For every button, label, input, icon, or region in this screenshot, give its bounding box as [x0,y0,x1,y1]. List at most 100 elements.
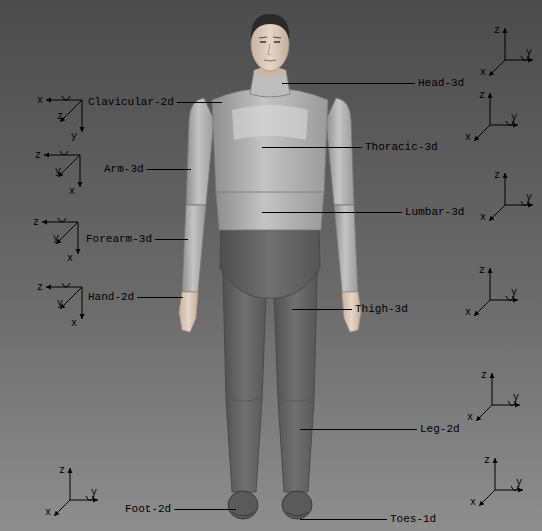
leader-line [155,239,188,240]
axis-letter: y [526,191,532,204]
axis-letter: y [526,46,532,59]
axis-letter: z [479,264,485,277]
axis-line [476,405,492,421]
axis-arrowhead [528,58,533,63]
axis-arrowhead [503,28,508,33]
figure-part [264,60,276,61]
figure-part [212,88,328,195]
axis-arrowhead [528,203,533,208]
axis-letter: x [69,185,75,198]
axis-line [474,300,490,316]
axis-arrowhead [474,136,479,141]
axis-line [58,155,80,177]
axis-arrowhead [46,285,51,290]
axis-line [479,490,495,506]
figure-part [260,41,280,43]
axis-arrowhead [515,403,520,408]
part-label: Arm-3d [104,163,144,176]
axis-arrowhead [76,249,81,254]
figure-part [326,98,354,205]
part-label: Hand-2d [88,291,134,304]
axis-letter: z [494,169,500,182]
axis-letter: z [484,454,490,467]
axis-line [474,125,490,141]
axis-line [489,205,505,221]
axis-arrowhead [80,314,85,319]
leader-line [137,297,183,298]
figure-part [226,398,314,401]
leader-line [282,83,415,84]
axis-arrowhead [46,98,51,103]
axis-arrowhead [488,93,493,98]
leader-line [174,509,236,510]
leader-line [177,102,222,103]
leader-line [147,169,191,170]
axis-letter: y [511,286,517,299]
figure-part [182,205,206,292]
rotation-arc [62,283,70,287]
axis-letter: x [465,131,471,144]
axis-letter: z [35,149,41,162]
axis-arrowhead [93,498,98,503]
axis-letter: z [37,281,43,294]
figure-part [232,512,308,516]
axis-arrowhead [490,373,495,378]
rotation-arc [58,218,66,222]
axis-arrowhead [42,220,47,225]
part-label: Forearm-3d [86,233,152,246]
axis-letter: z [494,24,500,37]
axis-letter: y [53,232,59,245]
axis-arrowhead [474,311,479,316]
figure-part [232,105,308,140]
axis-arrowhead [479,501,484,506]
part-label: Lumbar-3d [405,206,464,219]
figure-part [186,98,214,205]
leader-line [300,519,387,520]
axis-line [489,60,505,76]
figure-part [216,192,324,230]
axis-arrowhead [489,216,494,221]
figure-part [282,491,312,519]
axis-arrowhead [78,182,83,187]
axis-arrowhead [54,511,59,516]
figure-part [334,205,358,292]
axis-letter: x [480,66,486,79]
figure-part [251,14,289,40]
leader-line [262,212,402,213]
axis-letter: x [67,252,73,265]
axis-letter: y [91,486,97,499]
axis-letter: x [480,211,486,224]
axis-arrowhead [513,298,518,303]
axis-letter: x [71,317,77,330]
part-label: Leg-2d [420,423,460,436]
axis-line [60,287,82,309]
axis-letter: x [470,496,476,509]
axis-letter: z [33,216,39,229]
axis-letter: z [481,369,487,382]
axis-letter: y [55,165,61,178]
axis-line [60,100,82,122]
axis-arrowhead [493,458,498,463]
axis-letter: x [45,506,51,519]
part-label: Toes-1d [390,513,436,526]
part-label: Foot-2d [125,503,171,516]
rotation-arc [62,96,70,100]
axis-arrowhead [518,488,523,493]
axis-arrowhead [68,468,73,473]
axis-line [56,222,78,244]
axis-letter: x [467,411,473,424]
axis-arrowhead [489,71,494,76]
part-label: Head-3d [418,77,464,90]
axis-letter: x [465,306,471,319]
rotation-arc [60,151,68,155]
axis-arrowhead [80,127,85,132]
figure-part [228,491,258,519]
axis-letter: y [513,391,519,404]
axis-letter: z [59,464,65,477]
figure-part [268,44,271,55]
part-label: Clavicular-2d [88,96,174,109]
axis-letter: y [511,111,517,124]
axis-letter: x [37,94,43,107]
axis-letter: y [516,476,522,489]
figure-part [220,226,320,298]
